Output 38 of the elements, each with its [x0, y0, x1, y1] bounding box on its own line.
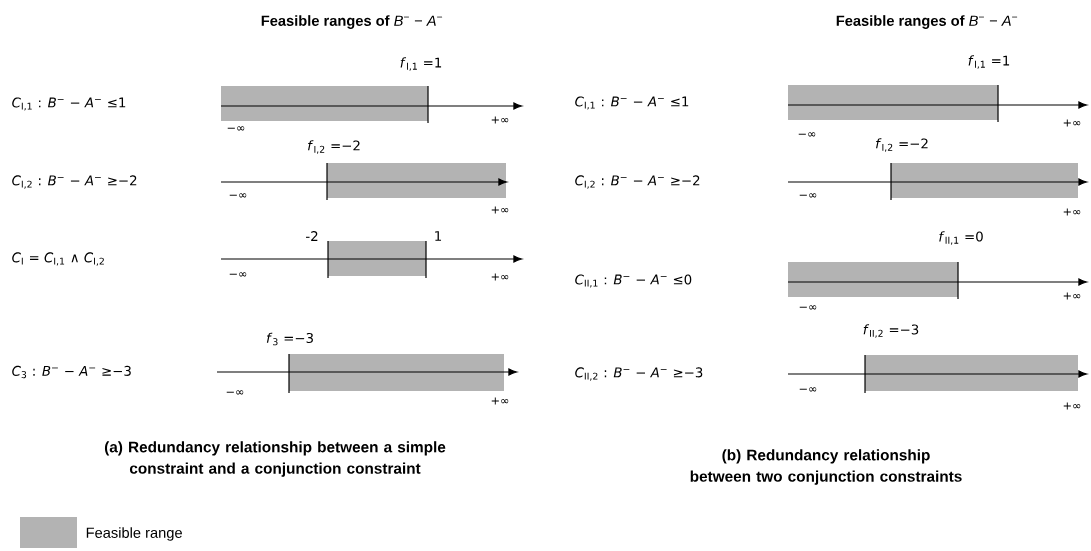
constraint-label: C$_{3}$ : B$^{−}$ − A$^{−}$ ≥−3	[12, 365, 131, 379]
infinity-label: −∞	[799, 305, 817, 310]
constraint-label: C$_{I,2}$ : B$^{−}$ − A$^{−}$ ≥−2	[12, 175, 137, 189]
infinity-label: +∞	[1063, 119, 1081, 127]
constraint-label: C$_{II,2}$ : B$^{−}$ − A$^{−}$ ≥−3	[575, 367, 703, 381]
constraint-label: C$_{I,2}$ : B$^{−}$ − A$^{−}$ ≥−2	[575, 175, 700, 189]
threshold-label: f$_{I,1}$ =1	[968, 55, 1010, 69]
threshold-label: f$_{II,2}$ =−3	[863, 324, 919, 338]
infinity-label: −∞	[229, 193, 247, 198]
infinity-label: −∞	[798, 132, 816, 137]
value-label: -2	[306, 231, 318, 241]
panel-caption: (b) Redundancy relationship between two conjunction constraints	[690, 449, 962, 485]
infinity-label: −∞	[226, 390, 244, 395]
threshold-label: f$_{I,1}$ =1	[400, 57, 442, 71]
infinity-label: +∞	[1063, 208, 1081, 216]
constraint-label: C$_{I,1}$ : B$^{−}$ − A$^{−}$ ≤1	[575, 96, 689, 110]
constraint-label: C$_{I,1}$ : B$^{−}$ − A$^{−}$ ≤1	[12, 97, 126, 111]
panel-caption: (a) Redundancy relationship between a simple constraint and a conjunction constraint	[104, 441, 446, 477]
infinity-label: +∞	[491, 397, 509, 405]
legend-label: Feasible range	[86, 527, 182, 541]
panel-heading: Feasible ranges of B$^{−}$ − A$^{−}$	[261, 15, 443, 29]
constraint-label: C$_{I}$ = C$_{I,1}$ ∧ C$_{I,2}$	[12, 252, 104, 266]
infinity-label: +∞	[1063, 292, 1081, 300]
infinity-label: +∞	[491, 206, 509, 214]
threshold-label: f$_{I,2}$ =−2	[876, 138, 928, 152]
infinity-label: −∞	[799, 193, 817, 198]
infinity-label: −∞	[799, 387, 817, 392]
threshold-label: f$_{3}$ =−3	[266, 332, 313, 346]
value-label: 1	[435, 231, 441, 241]
infinity-label: +∞	[491, 116, 509, 124]
panel-heading: Feasible ranges of B$^{−}$ − A$^{−}$	[836, 15, 1018, 29]
threshold-label: f$_{II,1}$ =0	[939, 231, 983, 245]
constraint-label: C$_{II,1}$ : B$^{−}$ − A$^{−}$ ≤0	[575, 274, 692, 288]
infinity-label: +∞	[1063, 402, 1081, 410]
threshold-label: f$_{I,2}$ =−2	[308, 140, 360, 154]
infinity-label: +∞	[491, 273, 509, 281]
infinity-label: −∞	[227, 126, 245, 131]
infinity-label: −∞	[229, 272, 247, 277]
